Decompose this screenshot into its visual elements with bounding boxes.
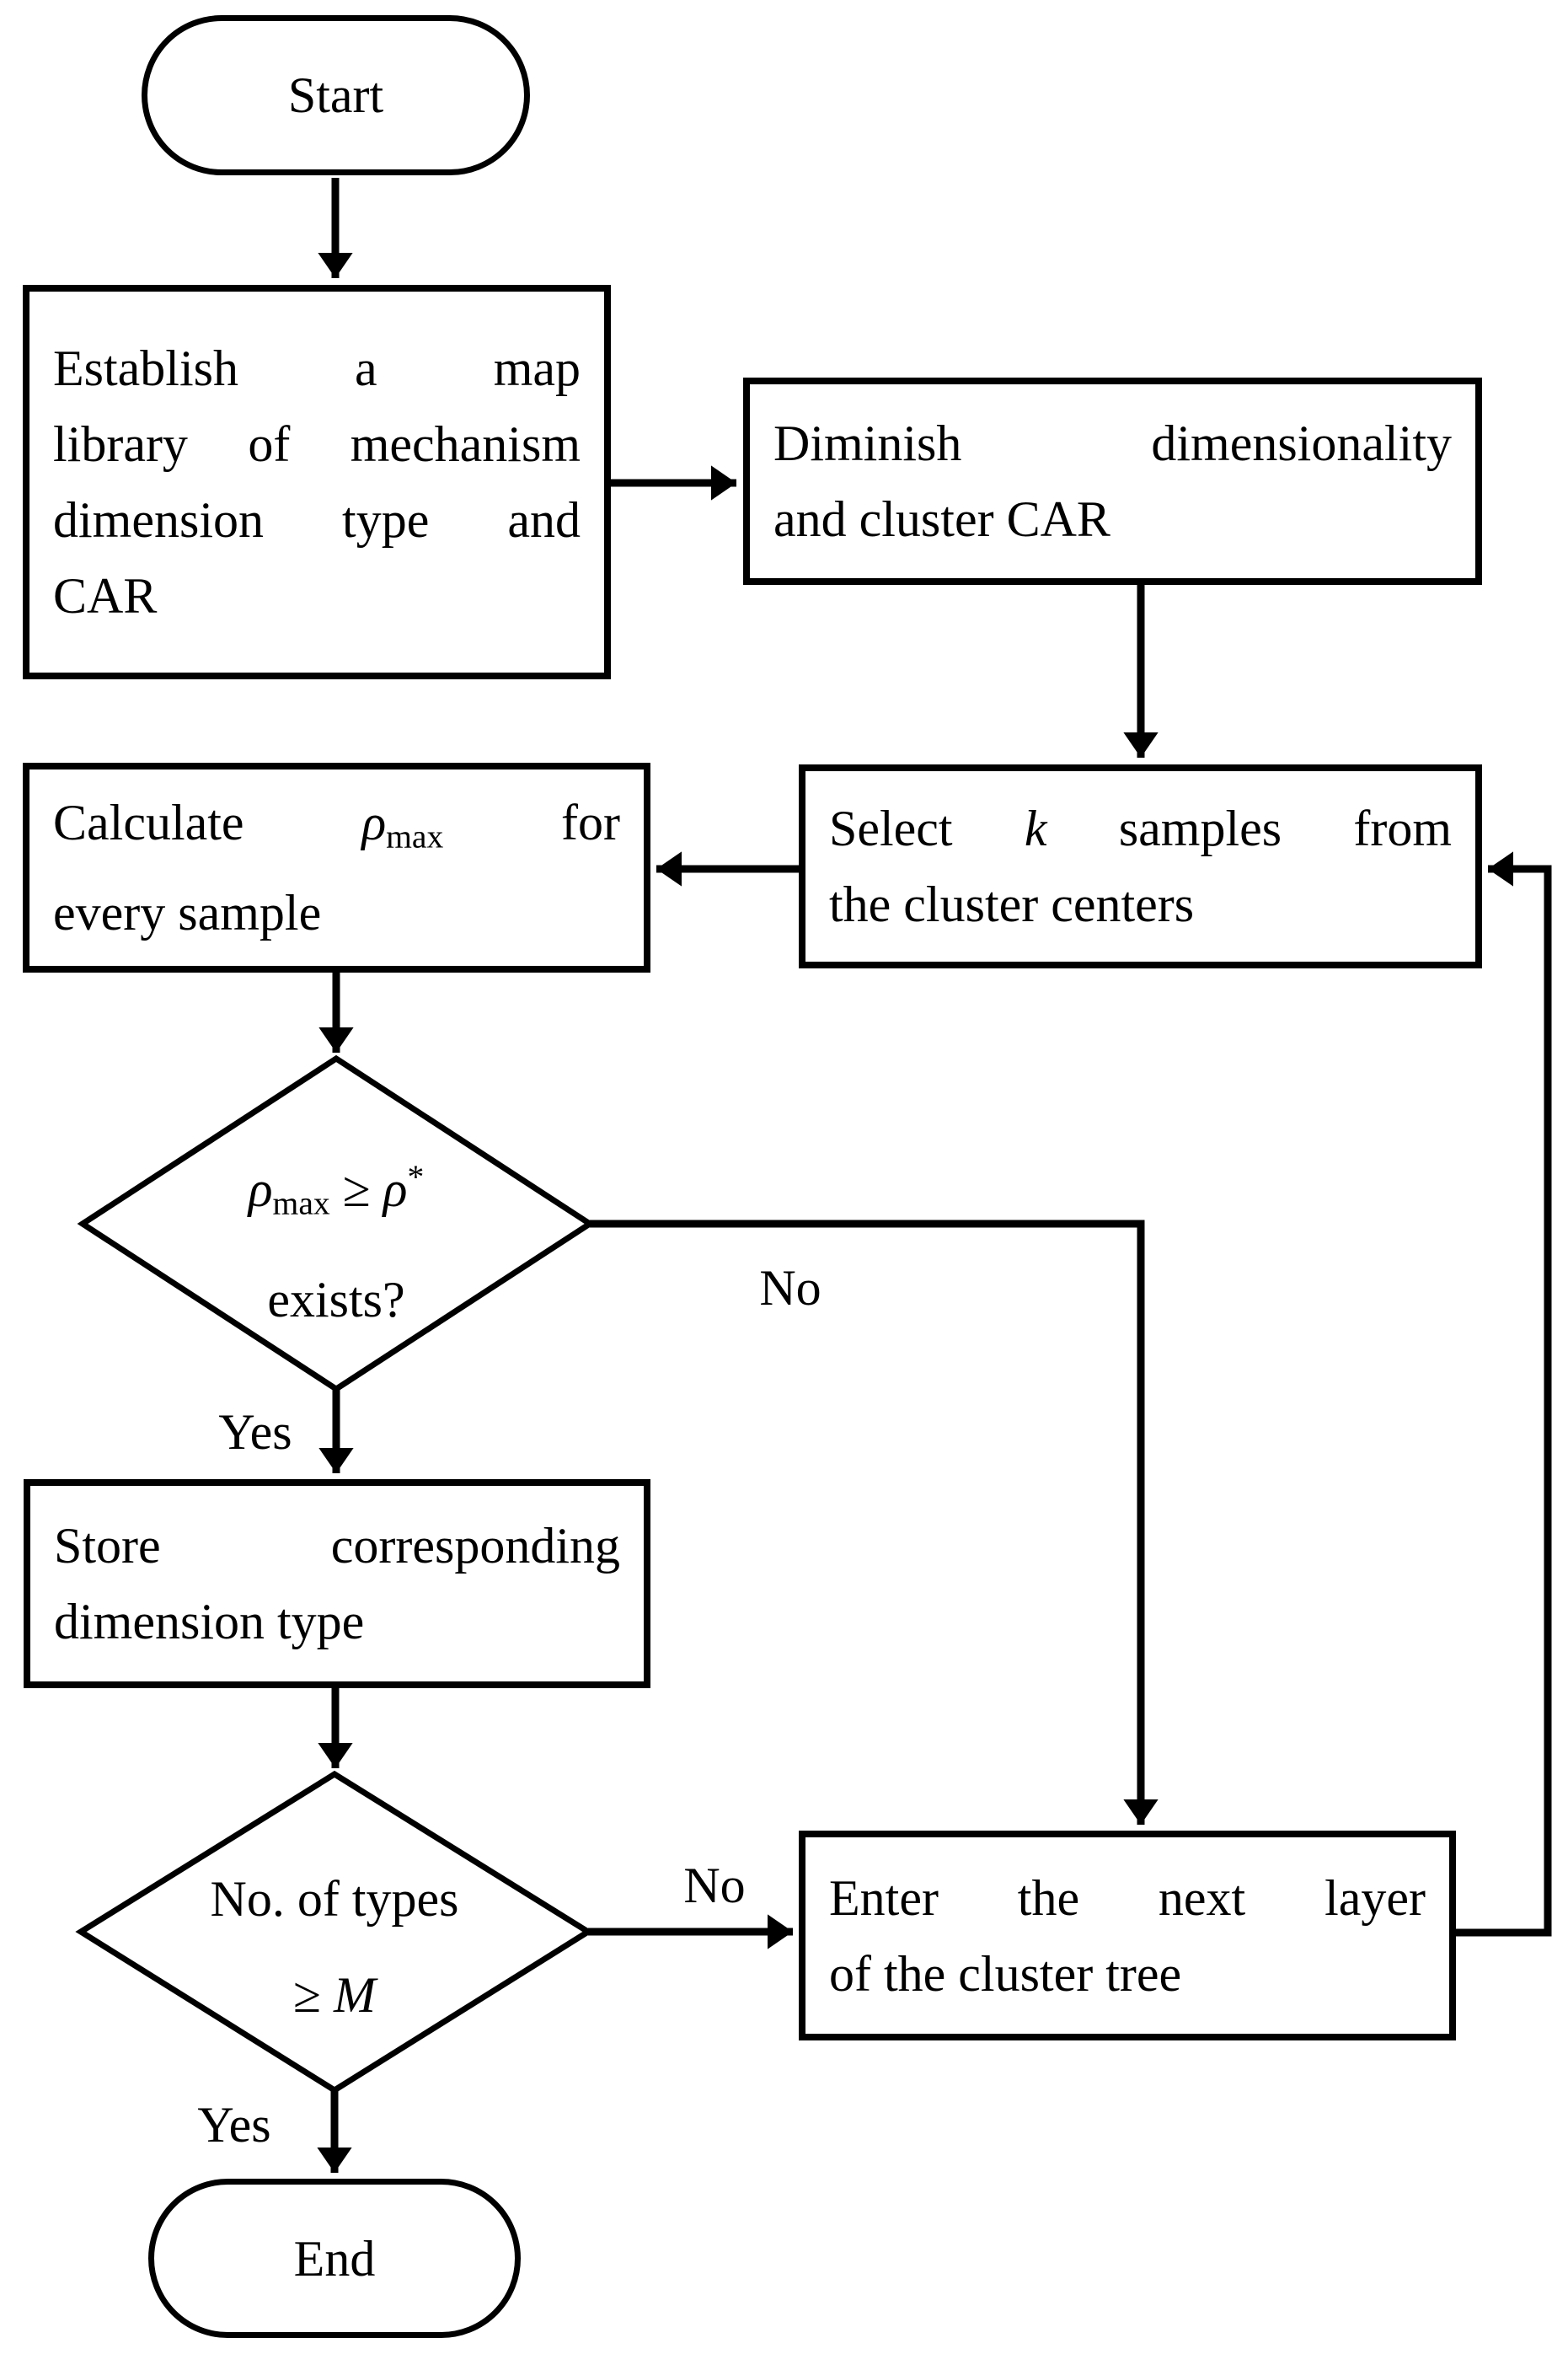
decision1-question: exists?: [267, 1271, 405, 1327]
end-node: End: [148, 2179, 521, 2338]
m-variable: M: [333, 1966, 376, 2023]
decision1-label: ρmax ≥ ρ* exists?: [83, 1059, 590, 1389]
establish-library-node: Establish a map library of mechanism dim…: [23, 285, 611, 679]
establish-line-3: dimension type and: [53, 492, 581, 548]
decision1-condition: ρmax ≥ ρ*: [249, 1129, 425, 1251]
select-samples-node: Select k samples from the cluster center…: [799, 764, 1482, 968]
end-label: End: [293, 2230, 376, 2287]
diminish-line-1: Diminish dimensionality: [773, 416, 1452, 471]
enter-next-layer-node: Enter the next layer of the cluster tree: [799, 1831, 1456, 2040]
select-line-1: Select k samples from: [829, 791, 1452, 866]
select-line-1-post: samples from: [1118, 801, 1453, 856]
rho-symbol: ρ: [248, 1161, 273, 1218]
store-dimension-node: Store corresponding dimension type: [24, 1479, 650, 1688]
enter-line-2: of the cluster tree: [829, 1945, 1182, 2002]
rho-max-subscript: max: [386, 818, 444, 855]
rho-star-symbol: ρ: [383, 1161, 408, 1218]
arrow-enter-loop-to-select: [1455, 851, 1552, 1937]
establish-line-4: CAR: [53, 568, 158, 624]
decision1-diamond-shape: [77, 1054, 596, 1393]
select-line-1-pre: Select: [829, 801, 953, 856]
rho-star-superscript: *: [407, 1158, 425, 1196]
arrow-decision1-no-to-enter: [590, 1220, 1159, 1825]
rho-max-subscript: max: [272, 1184, 330, 1222]
select-line-2: the cluster centers: [829, 877, 1195, 932]
decision1-yes-label: Yes: [218, 1404, 292, 1460]
decision1-no-label: No: [759, 1260, 821, 1316]
establish-line-2: library of mechanism: [53, 416, 581, 472]
decision2-diamond-shape: [75, 1770, 594, 2094]
decision2-label: No. of types ≥ M: [81, 1774, 588, 2090]
calculate-line-2: every sample: [53, 884, 322, 941]
enter-line-1: Enter the next layer: [829, 1869, 1426, 1926]
start-label: Start: [287, 67, 384, 123]
store-line-2: dimension type: [54, 1594, 365, 1649]
decision2-condition-line1: No. of types: [210, 1870, 459, 1927]
decision2-yes-label: Yes: [197, 2097, 271, 2153]
geq-operator: ≥: [342, 1161, 371, 1218]
calculate-rho-node: Calculate ρmax for every sample: [23, 763, 650, 973]
diminish-dimensionality-node: Diminish dimensionality and cluster CAR: [743, 378, 1482, 585]
rho-max-symbol: ρmax: [361, 795, 443, 855]
calculate-line-1-post: for: [561, 795, 620, 851]
start-node: Start: [142, 15, 530, 175]
decision2-condition-line2: ≥ M: [293, 1947, 376, 2043]
rho-symbol: ρ: [361, 795, 387, 851]
decision2-no-label: No: [683, 1858, 746, 1913]
geq-operator: ≥: [293, 1966, 321, 2023]
calculate-line-1: Calculate ρmax for: [53, 785, 620, 875]
establish-line-1: Establish a map: [53, 340, 581, 396]
store-line-1: Store corresponding: [54, 1518, 620, 1574]
diminish-line-2: and cluster CAR: [773, 491, 1110, 547]
select-k-variable: k: [1024, 801, 1047, 856]
calculate-line-1-pre: Calculate: [53, 795, 244, 851]
